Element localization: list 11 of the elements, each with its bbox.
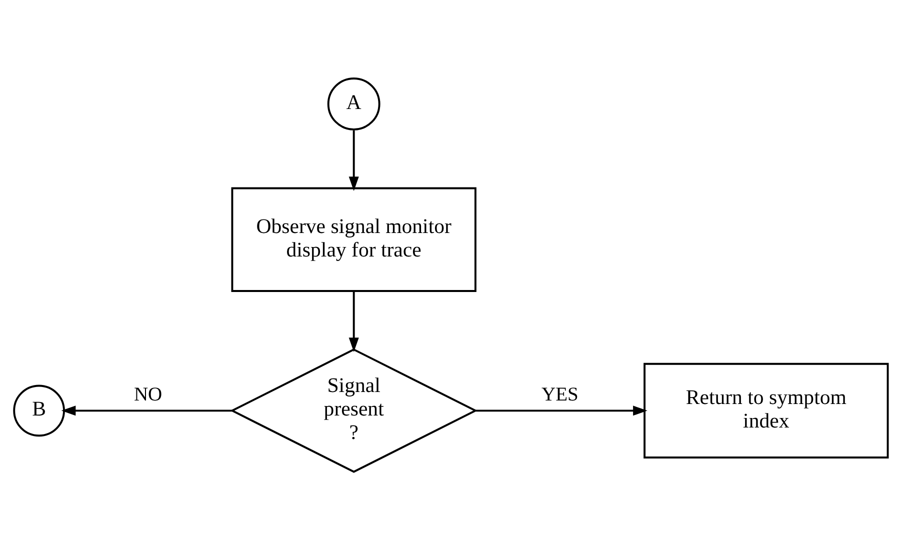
edge-label: YES (542, 384, 578, 406)
arrow (61, 406, 232, 416)
arrow (348, 291, 359, 352)
node-box: Return to symptom index (644, 362, 889, 458)
node-box: Observe signal monitor display for trace (231, 187, 476, 292)
arrow (476, 406, 648, 416)
node-circle: A (327, 78, 380, 130)
node-diamond: Signal present ? (230, 348, 478, 473)
arrow (348, 130, 359, 191)
node-circle: B (13, 384, 65, 437)
edge-label: NO (134, 384, 162, 406)
